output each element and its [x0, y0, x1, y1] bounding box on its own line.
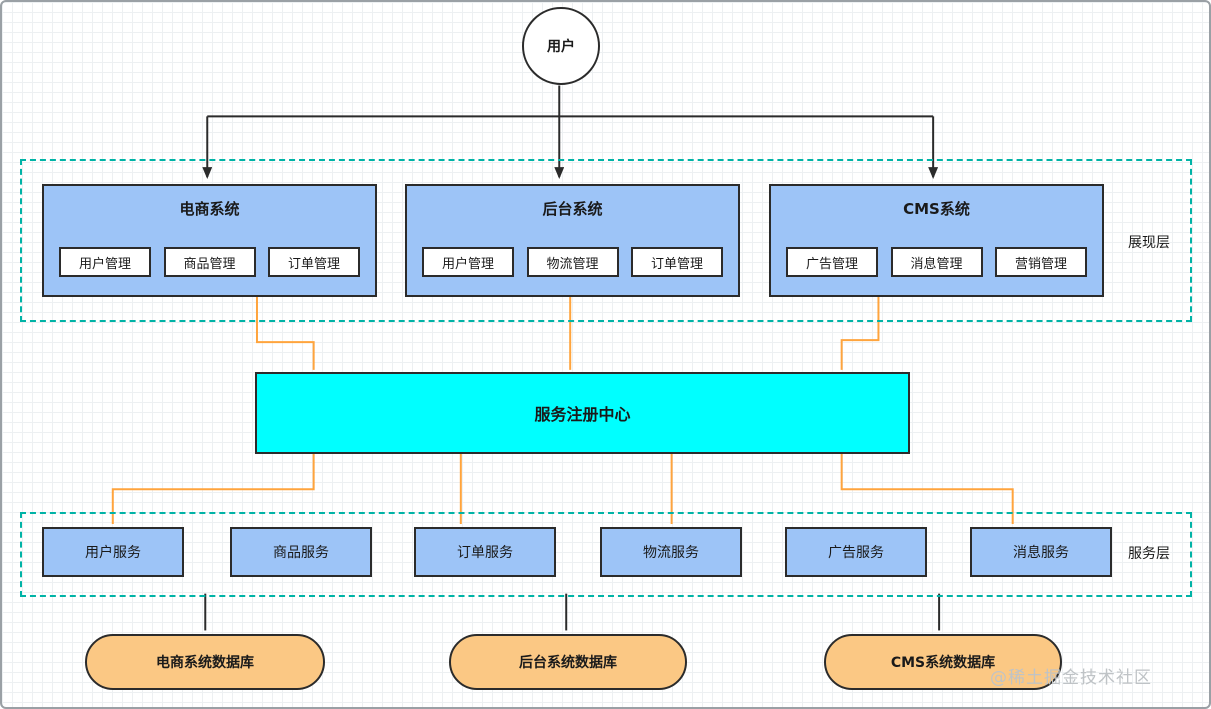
presentation-layer-label: 展现层 [1128, 235, 1170, 251]
system-cms: CMS系统 广告管理 消息管理 营销管理 [769, 184, 1104, 297]
module-chip: 订单管理 [268, 247, 360, 277]
service-label: 用户服务 [85, 545, 141, 561]
service-registry-node: 服务注册中心 [255, 372, 910, 454]
database-backend: 后台系统数据库 [449, 634, 687, 690]
system-title: 后台系统 [542, 200, 603, 218]
service-label: 消息服务 [1013, 545, 1069, 561]
service-product: 商品服务 [230, 527, 372, 577]
system-ecommerce: 电商系统 用户管理 商品管理 订单管理 [42, 184, 377, 297]
service-label: 商品服务 [273, 545, 329, 561]
service-user: 用户服务 [42, 527, 184, 577]
database-label: 电商系统数据库 [156, 655, 254, 671]
module-chip: 消息管理 [890, 247, 983, 277]
module-chip: 订单管理 [631, 247, 723, 277]
service-message: 消息服务 [970, 527, 1112, 577]
module-row: 用户管理 商品管理 订单管理 [44, 247, 375, 277]
system-backend: 后台系统 用户管理 物流管理 订单管理 [405, 184, 740, 297]
module-chip: 广告管理 [786, 247, 878, 277]
presentation-layer-box [20, 159, 1192, 322]
service-ad: 广告服务 [785, 527, 927, 577]
module-chip: 物流管理 [526, 247, 619, 277]
service-order: 订单服务 [414, 527, 556, 577]
service-layer-label: 服务层 [1128, 546, 1170, 562]
module-chip: 商品管理 [163, 247, 256, 277]
watermark: @稀土掘金技术社区 [990, 668, 1152, 688]
module-chip: 用户管理 [59, 247, 151, 277]
database-label: 后台系统数据库 [519, 655, 617, 671]
service-label: 订单服务 [457, 545, 513, 561]
system-title: 电商系统 [179, 200, 240, 218]
service-registry-label: 服务注册中心 [534, 405, 631, 424]
user-node-label: 用户 [547, 39, 575, 55]
service-logistics: 物流服务 [600, 527, 742, 577]
service-layer-box [20, 512, 1192, 597]
user-node: 用户 [522, 7, 600, 85]
module-row: 广告管理 消息管理 营销管理 [771, 247, 1102, 277]
service-label: 物流服务 [643, 545, 699, 561]
module-row: 用户管理 物流管理 订单管理 [407, 247, 738, 277]
database-label: CMS系统数据库 [890, 655, 996, 671]
service-label: 广告服务 [828, 545, 884, 561]
module-chip: 营销管理 [995, 247, 1087, 277]
database-cms: CMS系统数据库 [824, 634, 1062, 690]
module-chip: 用户管理 [422, 247, 514, 277]
system-title: CMS系统 [903, 200, 970, 218]
database-ecommerce: 电商系统数据库 [85, 634, 325, 690]
